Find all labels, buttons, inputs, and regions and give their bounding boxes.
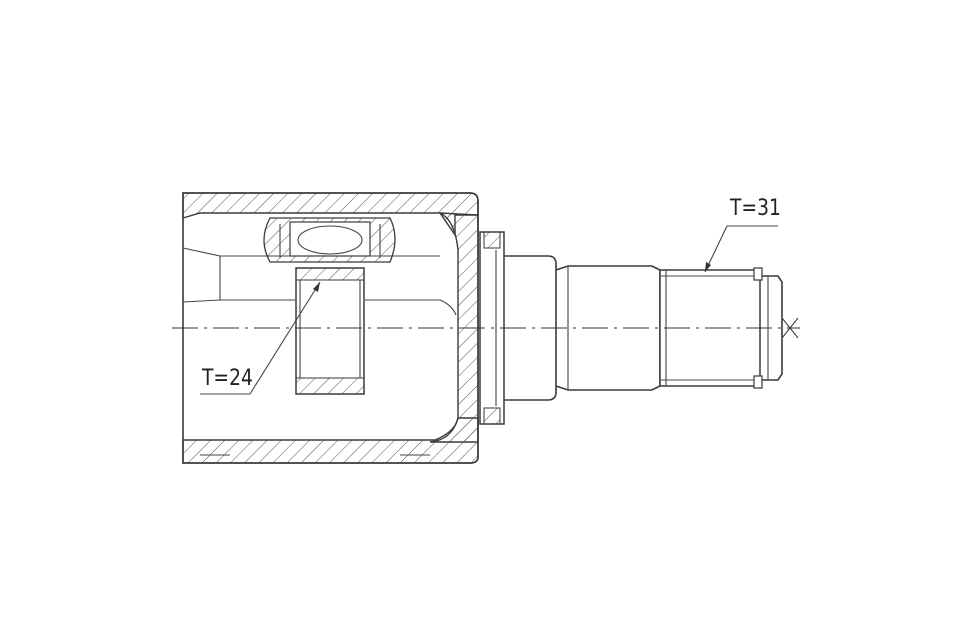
label-spline-outer: T=31 <box>730 196 781 221</box>
label-spline-inner: T=24 <box>202 366 253 391</box>
housing-lower-wall-hatch <box>182 417 479 464</box>
leader-spline-inner <box>200 281 321 395</box>
tripod-roller <box>263 217 396 395</box>
leader-spline-outer <box>704 225 778 273</box>
housing <box>182 192 479 464</box>
